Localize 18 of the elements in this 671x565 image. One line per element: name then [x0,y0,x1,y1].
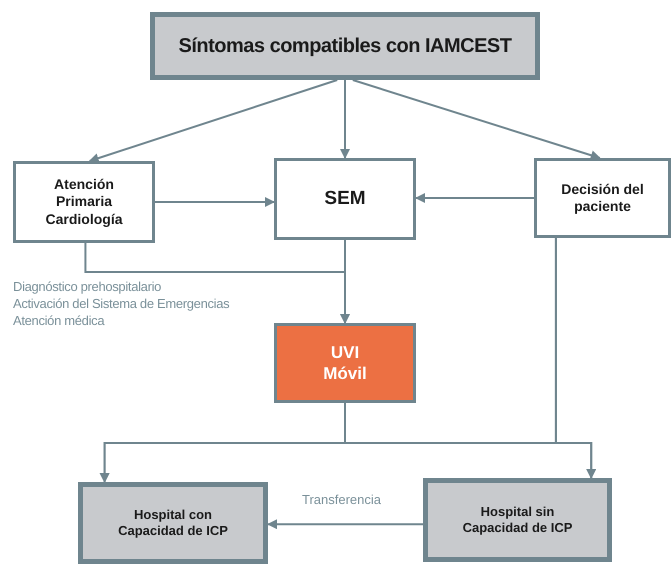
arrow [554,238,596,479]
arrow [415,193,534,203]
arrow [267,519,423,530]
note-text: Diagnóstico prehospitalario [13,278,162,295]
note-text: Activación del Sistema de Emergencias [13,295,230,312]
process-box: Hospital sin Capacidad de ICP [423,478,612,562]
note-text: Atención médica [13,312,106,329]
arrow [155,197,275,207]
arrow [352,79,601,160]
process-box: Hospital con Capacidad de ICP [78,482,268,564]
process-box: UVI Móvil [274,323,416,403]
arrow [340,80,350,159]
process-box: Decisión del paciente [534,158,671,238]
process-box: SEM [274,158,416,240]
arrow [340,240,350,324]
arrow [88,79,338,163]
process-box: Atención Primaria Cardiología [13,161,155,243]
title-box: Síntomas compatibles con IAMCEST [150,12,540,80]
